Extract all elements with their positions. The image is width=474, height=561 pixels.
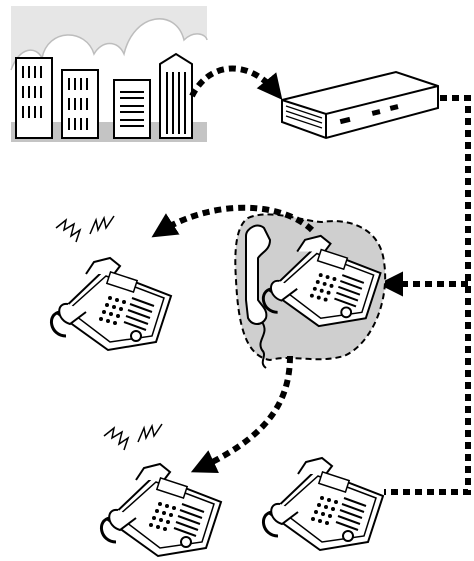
handset-off-hook-phone-icon xyxy=(235,214,385,368)
desk-phone-icon xyxy=(263,458,383,550)
arrow-center-to-lower-left-phone xyxy=(200,356,290,468)
pbx-unit-icon xyxy=(282,72,438,138)
ringing-phone-icon xyxy=(101,424,221,556)
city-buildings-icon xyxy=(11,6,207,142)
ringing-phone-icon xyxy=(51,216,171,350)
pbx-trunk-line xyxy=(384,98,468,492)
